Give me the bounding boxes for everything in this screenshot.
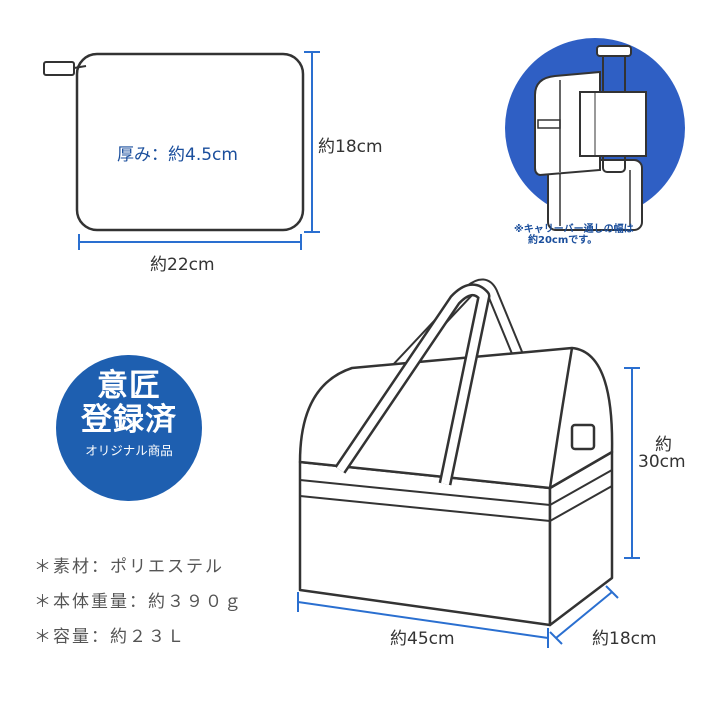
pouch-thickness-label: 厚み：約4.5cm [117, 145, 238, 165]
spec-material: ＊素材：ポリエステル [34, 557, 224, 577]
pouch-height-label: 約18cm [318, 137, 383, 157]
badge-line2: 登録済 [81, 402, 177, 438]
carry-bar-usage-illustration [505, 38, 685, 231]
bag-depth-label: 約18cm [592, 629, 657, 649]
bag-width-dimension [297, 592, 549, 648]
folded-pouch-illustration [43, 52, 305, 232]
bag-height-dimension [624, 367, 640, 559]
bag-width-label: 約45cm [390, 629, 455, 649]
spec-weight: ＊本体重量：約３９０ｇ [34, 592, 243, 612]
carry-bar-note: ※キャリーバー通しの幅は 約20cmです。 [514, 224, 634, 246]
carry-bar-note-line1: ※キャリーバー通しの幅は [514, 224, 634, 235]
pouch-height-dimension [304, 51, 320, 233]
badge-line1: 意匠 [97, 368, 161, 404]
carry-bar-note-line2: 約20cmです。 [528, 235, 598, 246]
bag-depth-dimension [549, 585, 619, 645]
bag-illustration [298, 278, 614, 627]
pouch-width-dimension [78, 234, 302, 250]
spec-capacity: ＊容量：約２３Ｌ [34, 627, 186, 647]
pouch-width-label: 約22cm [150, 255, 215, 275]
design-registered-badge: 意匠 登録済 オリジナル商品 [56, 355, 202, 501]
bag-height-label-value: 30cm [638, 452, 686, 472]
bag-height-label-prefix: 約 [655, 435, 672, 455]
badge-line3: オリジナル商品 [85, 443, 173, 458]
